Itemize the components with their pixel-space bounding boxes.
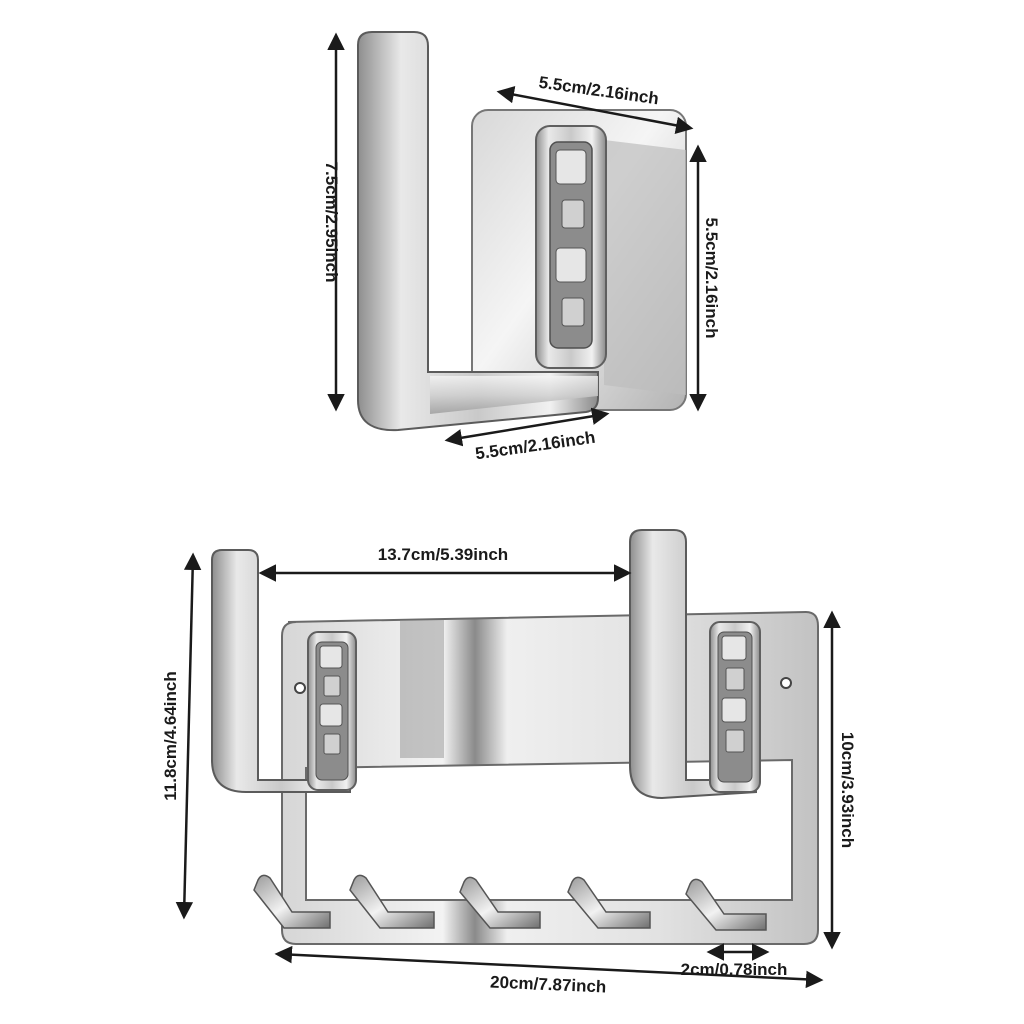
rack-hooks <box>253 874 767 931</box>
rack-hook-2 <box>349 874 435 929</box>
dim-rack-height-label: 10cm/3.93inch <box>838 732 857 848</box>
rack-mount-right-tabs <box>721 635 747 753</box>
rack-hook-4 <box>567 876 651 929</box>
right-wall-hook <box>629 529 757 800</box>
dim-plate-height-label: 5.5cm/2.16inch <box>702 218 721 339</box>
hook-base <box>430 376 598 414</box>
screw-hole-right <box>780 677 792 689</box>
rack-brushed-band <box>400 620 444 758</box>
rack-mount-left-tabs <box>319 645 343 755</box>
dim-hook-gap-label: 13.7cm/5.39inch <box>378 545 508 564</box>
hook-rack-figure <box>211 529 819 945</box>
rack-hook-1 <box>253 874 331 929</box>
single-hook-figure <box>357 31 687 432</box>
screw-hole-left <box>294 682 306 694</box>
rack-hook-3 <box>459 876 541 929</box>
dim-hook-spacing-label: 2cm/0.78inch <box>681 960 788 979</box>
left-wall-hook <box>211 549 351 793</box>
rack-hook-5 <box>685 878 767 931</box>
plate-edge <box>604 140 686 395</box>
dim-total-height-label: 11.8cm/4.64inch <box>161 671 180 800</box>
dim-height-label: 7.5cm/2.95inch <box>322 162 341 283</box>
dim-total-width-label: 20cm/7.87inch <box>490 972 607 996</box>
mount-slot <box>549 141 593 349</box>
slot-tabs <box>555 149 587 327</box>
